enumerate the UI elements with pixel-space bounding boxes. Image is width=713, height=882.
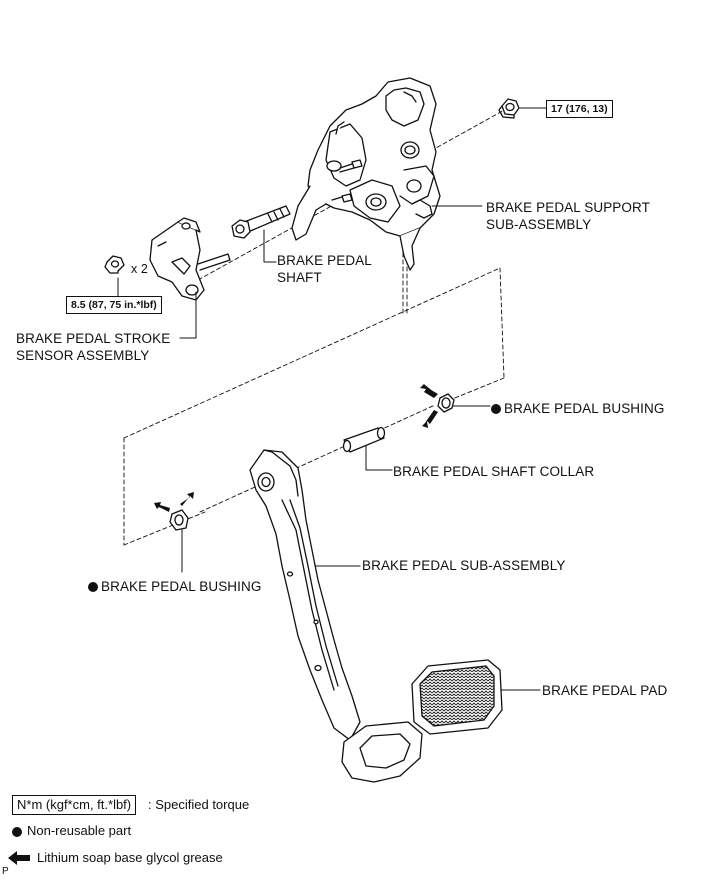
legend-non-reusable: Non-reusable part (27, 823, 132, 838)
brake-pedal-pad (411, 659, 503, 735)
label-shaft-collar: BRAKE PEDAL SHAFT COLLAR (393, 464, 595, 479)
legend-non-reusable-icon (12, 827, 22, 837)
legend-torque-desc: : Specified torque (148, 797, 250, 812)
label-pedal-pad: BRAKE PEDAL PAD (542, 683, 668, 698)
corner-mark: P (2, 866, 9, 877)
torque-spec-sensor: 8.5 (87, 75 in.*lbf) (66, 296, 162, 314)
brake-pedal-bushing-right (437, 393, 455, 413)
label-stroke-sensor: BRAKE PEDAL STROKE SENSOR ASSEMBLY (16, 331, 171, 363)
grease-arrow-icon (154, 502, 170, 512)
brake-pedal-shaft-bolt (231, 205, 291, 239)
leader-lines (117, 107, 547, 691)
brake-pedal-arm (249, 449, 423, 783)
label-quantity: x 2 (131, 262, 148, 276)
grease-arrow-icon (180, 492, 194, 506)
label-support-sub-assembly: BRAKE PEDAL SUPPORT SUB-ASSEMBLY (486, 200, 650, 232)
label-brake-pedal-shaft: BRAKE PEDAL SHAFT (277, 253, 372, 285)
grease-arrow-icon (424, 384, 436, 396)
legend-grease: Lithium soap base glycol grease (37, 850, 223, 865)
brake-pedal-shaft-collar (342, 426, 386, 453)
legend-grease-arrow-icon (8, 851, 30, 865)
top-flange-nut (498, 98, 520, 119)
brake-pedal-support (291, 77, 441, 271)
sensor-nut (104, 255, 125, 274)
grease-arrow-icon (422, 410, 438, 428)
label-bushing-right: BRAKE PEDAL BUSHING (504, 401, 665, 416)
brake-pedal-bushing-left (169, 509, 189, 531)
stroke-sensor-assembly (149, 217, 231, 301)
label-pedal-sub-assembly: BRAKE PEDAL SUB-ASSEMBLY (362, 558, 566, 573)
grease-arrows (154, 384, 438, 512)
non-reusable-dot-icon (491, 404, 501, 414)
non-reusable-dot-icon (88, 582, 98, 592)
label-bushing-left: BRAKE PEDAL BUSHING (101, 579, 262, 594)
torque-spec-nut: 17 (176, 13) (546, 100, 613, 118)
legend-torque-unit: N*m (kgf*cm, ft.*lbf) (12, 795, 137, 815)
